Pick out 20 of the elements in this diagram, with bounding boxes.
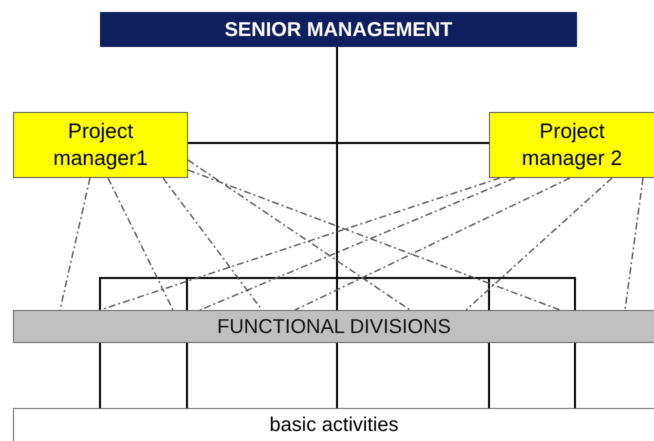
- title-box: SENIOR MANAGEMENT: [100, 12, 577, 47]
- dash-dot-line: [466, 177, 612, 311]
- division-bar: FUNCTIONAL DIVISIONS: [13, 310, 654, 343]
- dash-dot-line: [107, 178, 174, 310]
- dash-dot-line: [59, 178, 91, 310]
- dash-dot-line: [294, 177, 570, 311]
- connector-line: [99, 343, 101, 408]
- connector-line: [574, 343, 576, 408]
- dash-dot-line: [188, 159, 410, 311]
- role-box: Project manager 2: [489, 112, 654, 178]
- dash-dot-line: [200, 177, 516, 311]
- dash-dot-line: [100, 177, 500, 311]
- connector-line: [488, 343, 490, 408]
- connector-line: [186, 343, 188, 408]
- connector-line: [336, 343, 338, 408]
- dash-dot-line: [162, 178, 263, 310]
- dash-dot-line: [188, 169, 560, 311]
- activity-bar: basic activities: [13, 408, 654, 441]
- role-box: Project manager1: [13, 112, 188, 178]
- dash-dot-line: [624, 178, 644, 310]
